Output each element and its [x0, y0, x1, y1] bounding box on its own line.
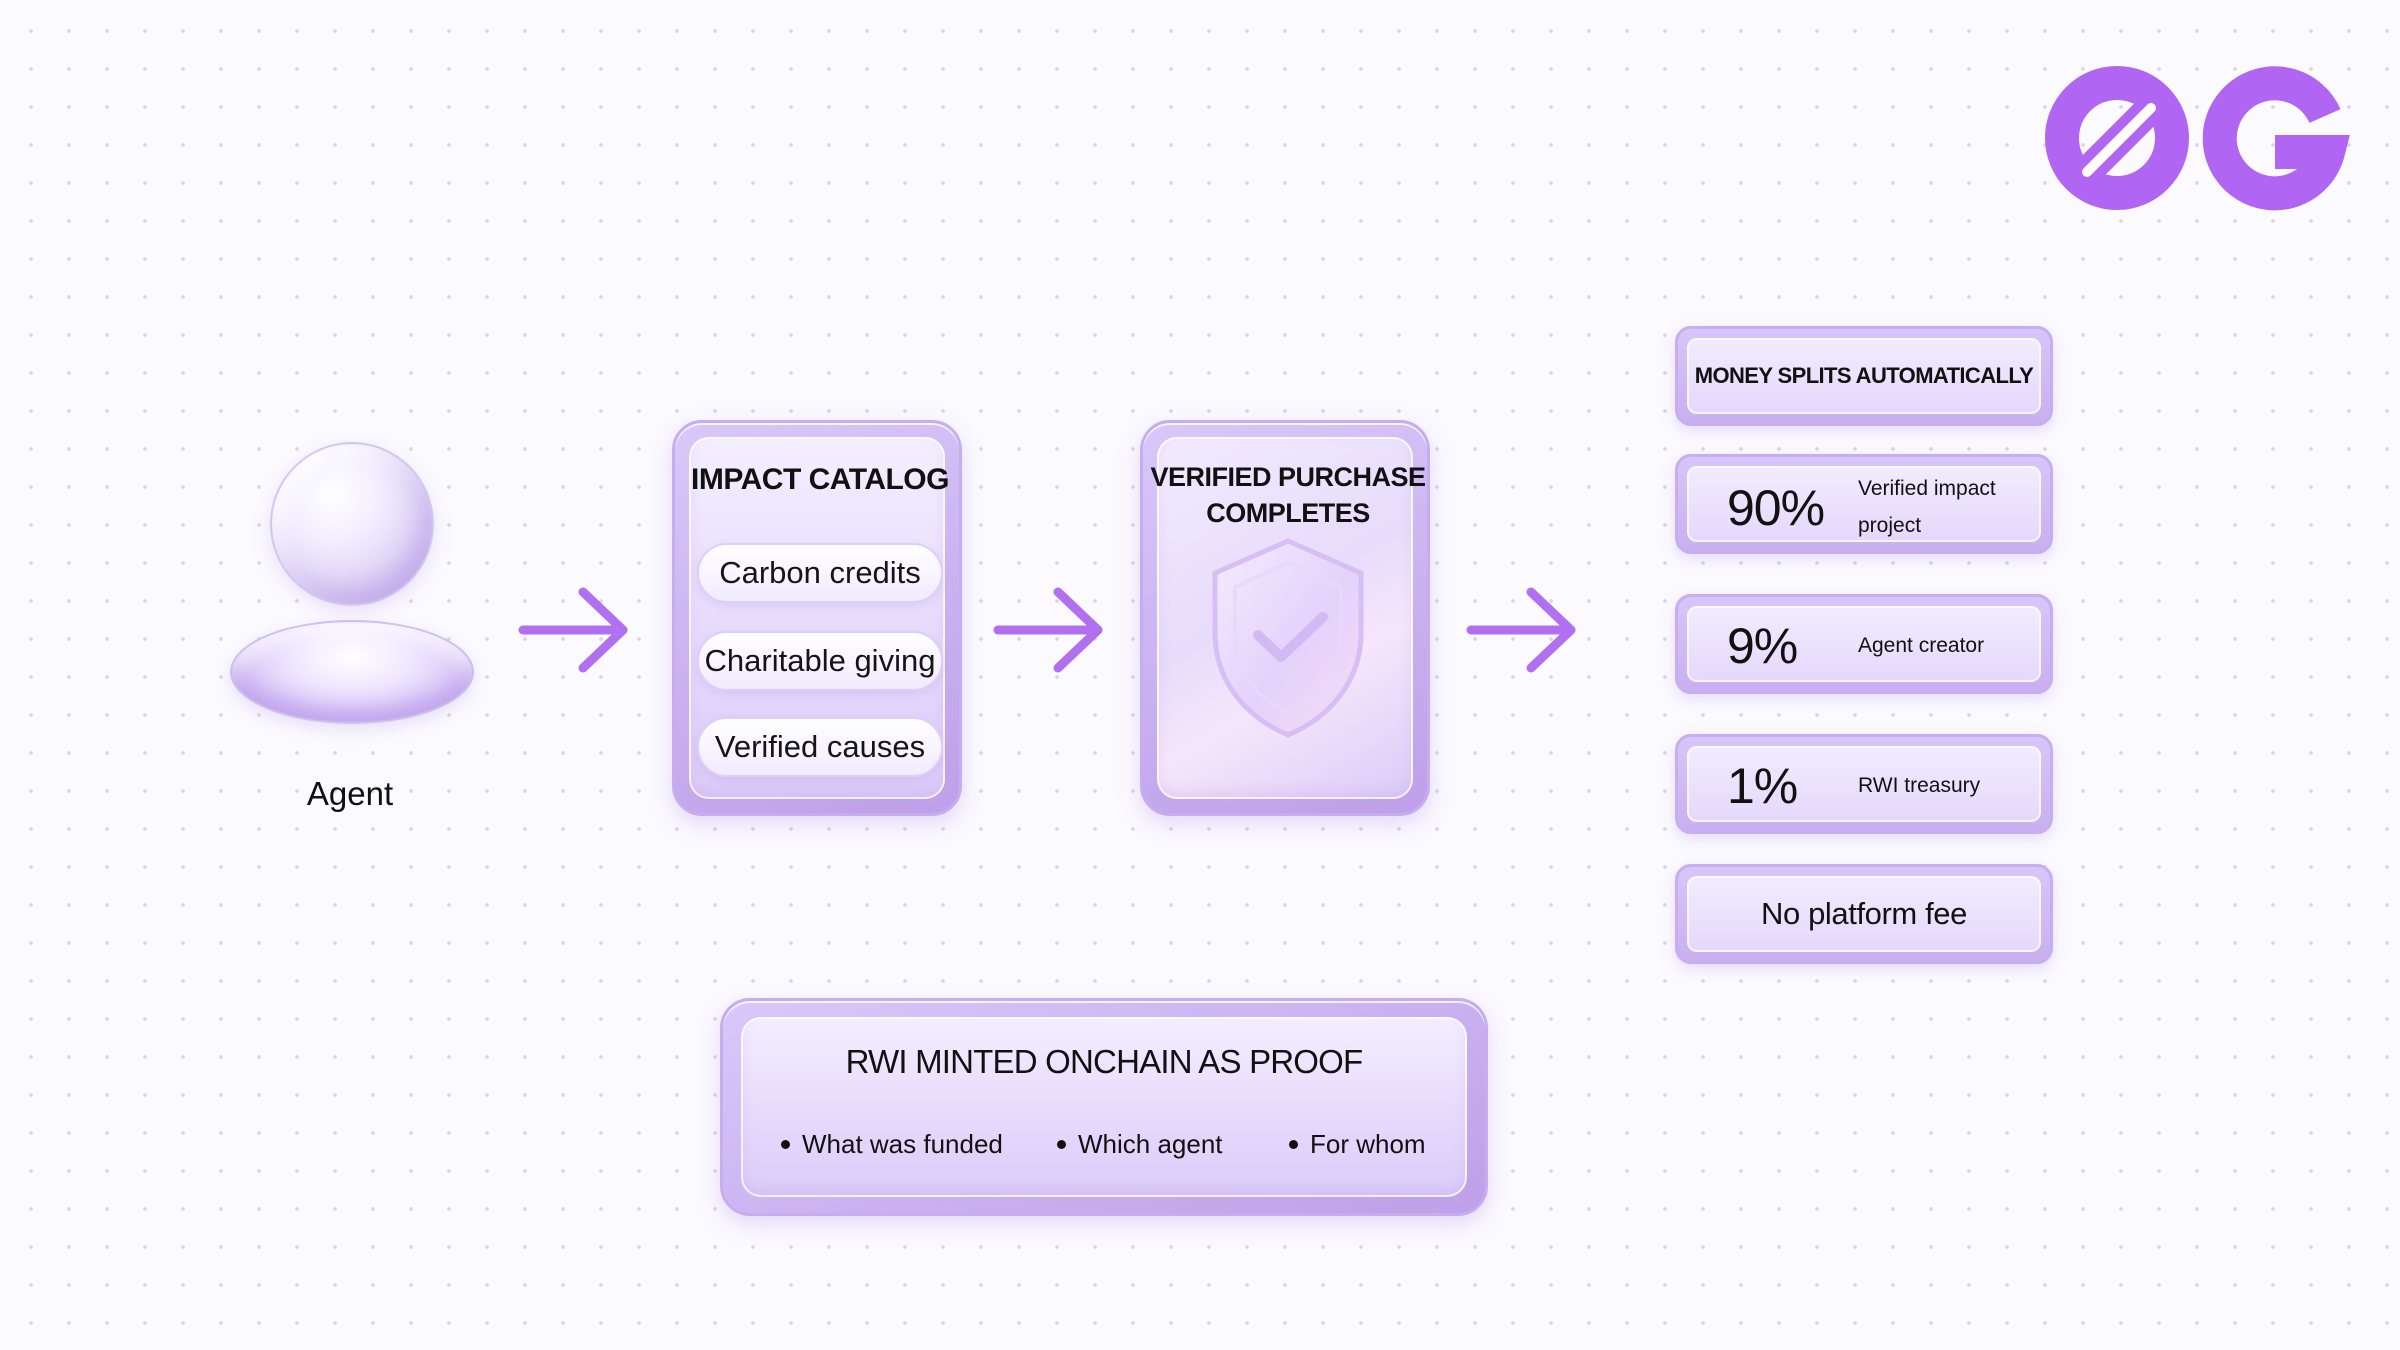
proof-bullet-which-agent: Which agent — [1057, 1129, 1223, 1160]
verified-purchase-card: VERIFIED PURCHASE COMPLETES — [1140, 420, 1430, 816]
catalog-item-verified-causes: Verified causes — [697, 717, 943, 777]
money-splits-header-label: MONEY SPLITS AUTOMATICALLY — [1694, 363, 2034, 388]
split-percent: 90% — [1727, 480, 1825, 536]
split-label: RWI treasury — [1858, 774, 1981, 797]
arrow-right-icon — [1466, 587, 1576, 673]
split-label: Agent creator — [1858, 634, 1985, 657]
rwi-proof-title: RWI MINTED ONCHAIN AS PROOF — [845, 1043, 1364, 1080]
impact-catalog-card: IMPACT CATALOG Carbon credits Charitable… — [672, 420, 962, 816]
arrow-right-icon — [518, 587, 628, 673]
proof-bullet-for-whom: For whom — [1289, 1129, 1426, 1160]
no-platform-fee-box: No platform fee — [1675, 864, 2053, 964]
agent-head-icon — [270, 442, 434, 606]
arrow-right-icon — [993, 587, 1103, 673]
proof-bullet-what-funded: What was funded — [781, 1129, 1003, 1160]
split-percent: 9% — [1727, 618, 1798, 674]
no-platform-fee-label: No platform fee — [1761, 896, 1967, 931]
split-percent: 1% — [1727, 758, 1798, 814]
agent-body-icon — [230, 620, 474, 724]
agent-figure: Agent — [200, 430, 500, 820]
money-splits-header: MONEY SPLITS AUTOMATICALLY — [1675, 326, 2053, 426]
verified-purchase-title: VERIFIED PURCHASE COMPLETES — [1150, 462, 1426, 528]
impact-catalog-title: IMPACT CATALOG — [691, 463, 949, 496]
split-row-rwi-treasury: 1% RWI treasury — [1675, 734, 2053, 834]
split-row-agent-creator: 9% Agent creator — [1675, 594, 2053, 694]
agent-label: Agent — [306, 775, 394, 812]
0g-logo — [2045, 66, 2350, 211]
split-row-verified-impact: 90% Verified impact project — [1675, 454, 2053, 554]
shield-check-icon — [1212, 538, 1364, 738]
rwi-proof-card: RWI MINTED ONCHAIN AS PROOF What was fun… — [720, 998, 1488, 1216]
catalog-item-carbon-credits: Carbon credits — [697, 543, 943, 603]
catalog-item-charitable-giving: Charitable giving — [697, 631, 943, 691]
split-label: Verified impact project — [1858, 477, 1996, 537]
